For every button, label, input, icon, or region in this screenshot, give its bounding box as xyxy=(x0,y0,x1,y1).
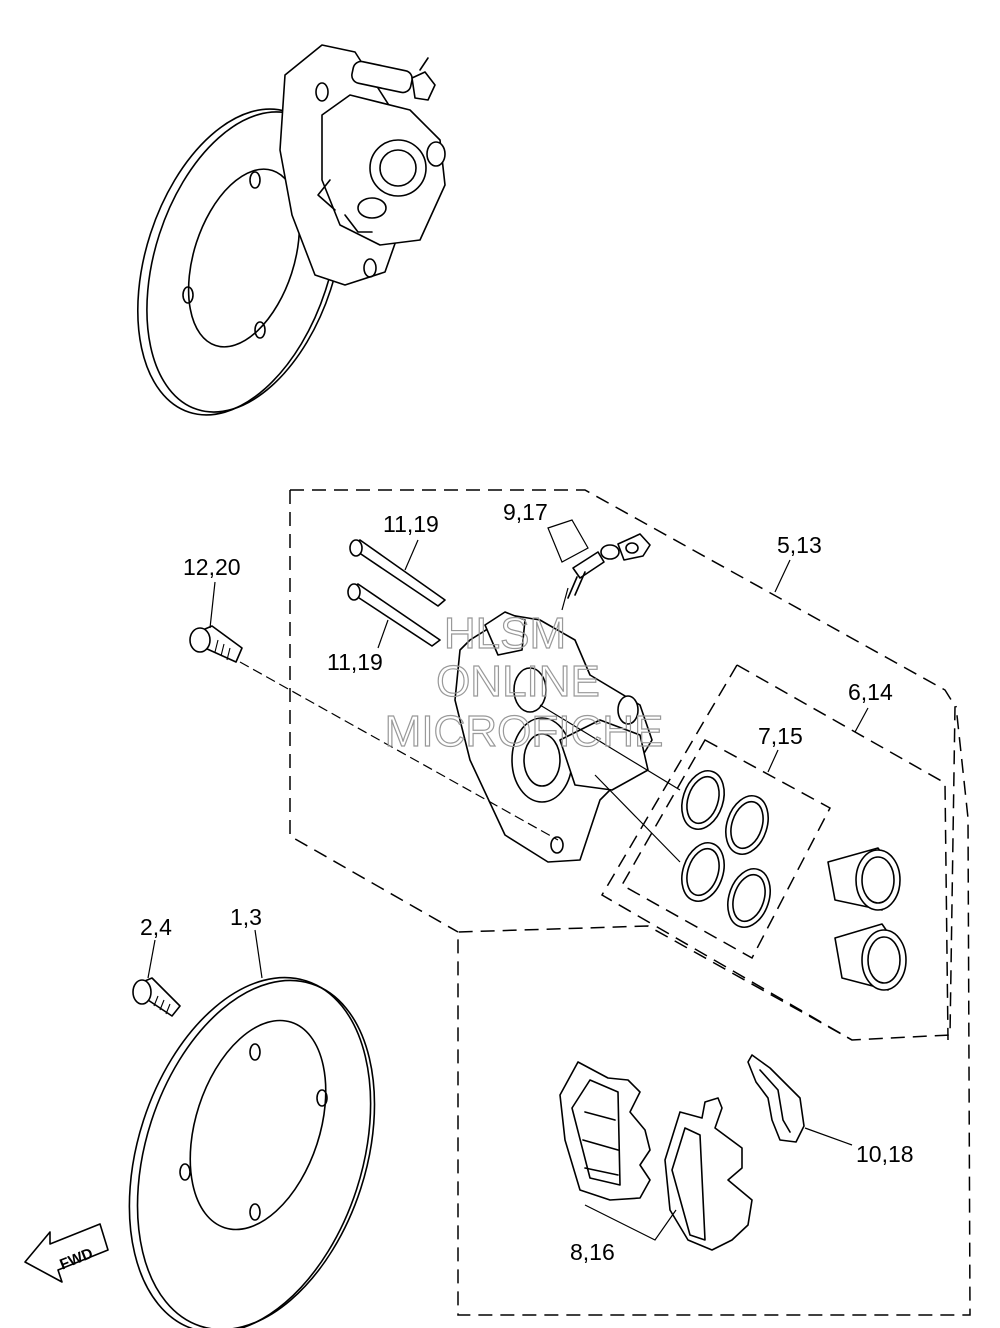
callout-2-4: 2,4 xyxy=(140,914,172,940)
callout-6-14: 6,14 xyxy=(848,679,893,705)
callout-9-17: 9,17 xyxy=(503,499,548,525)
watermark: HLSM ONLINE MICROFICHE xyxy=(384,608,664,756)
caliper-mounting-bolt xyxy=(189,625,243,663)
caliper-pins xyxy=(347,539,446,647)
piston-seals xyxy=(681,770,771,928)
pad-seal-group-outline xyxy=(736,664,949,1041)
callout-11-19-bottom: 11,19 xyxy=(327,649,383,675)
callout-11-19-top: 11,19 xyxy=(383,511,439,537)
watermark-line-3: MICROFICHE xyxy=(385,707,664,756)
callout-5-13: 5,13 xyxy=(777,532,822,558)
watermark-line-2: ONLINE xyxy=(436,657,600,706)
callout-7-15: 7,15 xyxy=(758,723,803,749)
caliper-body xyxy=(454,611,653,863)
bleeder-screw-cap xyxy=(567,533,651,599)
brake-disc xyxy=(128,976,376,1328)
callout-1-3: 1,3 xyxy=(230,904,262,930)
brake-pads xyxy=(559,1061,753,1251)
fwd-direction-arrow: FWD xyxy=(24,1223,109,1283)
caliper-assembly-group-outline xyxy=(290,489,971,1316)
assembled-brake-view xyxy=(137,44,446,416)
callout-labels: 11,19 9,17 5,13 12,20 11,19 6,14 7,15 2,… xyxy=(140,499,914,1265)
pad-spring xyxy=(747,1054,805,1143)
leader-lines xyxy=(147,519,869,1241)
watermark-line-1: HLSM xyxy=(444,609,566,658)
callout-10-18: 10,18 xyxy=(856,1141,914,1167)
assembled-caliper xyxy=(279,44,446,286)
callout-12-20: 12,20 xyxy=(183,554,241,580)
caliper-pistons xyxy=(827,847,907,991)
callout-8-16: 8,16 xyxy=(570,1239,615,1265)
disc-bolt xyxy=(132,977,181,1017)
piston-seal-group-outline xyxy=(620,738,832,960)
